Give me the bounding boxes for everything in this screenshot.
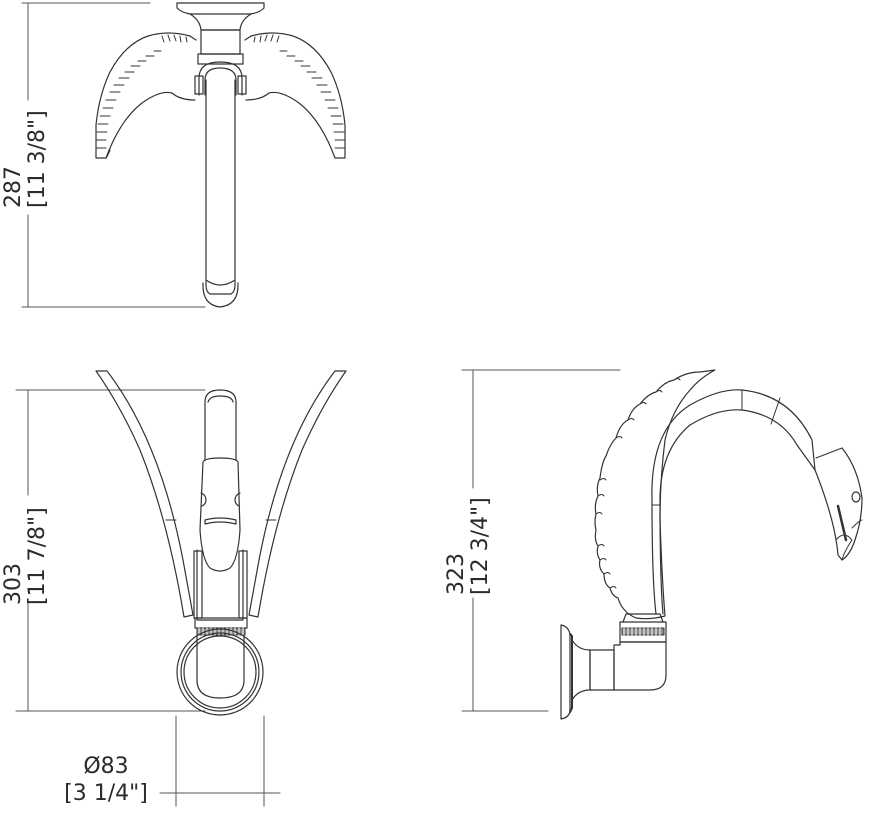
top-right-wing: [244, 32, 346, 159]
top-collar: [194, 61, 247, 96]
top-neck: [202, 79, 239, 308]
side-wing: [594, 369, 716, 620]
side-neck: [651, 389, 843, 615]
dimension-lines-303: [15, 389, 206, 712]
base-diameter-imperial: [3 1/4"]: [64, 781, 148, 806]
side-view-dimension-metric: 323: [444, 553, 469, 595]
top-view: [21, 2, 346, 308]
front-view-dimension-label: 303 [11 7/8"]: [1, 507, 50, 605]
top-flange: [176, 2, 265, 65]
top-view-dimension-metric: 287: [1, 166, 26, 208]
front-view-dimension-imperial: [11 7/8"]: [25, 507, 50, 605]
top-left-wing: [95, 32, 197, 159]
top-view-dimension-imperial: [11 3/8"]: [25, 110, 50, 208]
side-escutcheon: [560, 624, 615, 720]
dimension-lines-323: [461, 369, 621, 712]
dimension-lines-83: [159, 715, 281, 807]
side-view: [461, 369, 863, 720]
front-view: [15, 370, 347, 807]
side-view-dimension-label: 323 [12 3/4"]: [444, 497, 493, 595]
side-elbow: [613, 613, 667, 691]
top-view-dimension-label: 287 [11 3/8"]: [1, 110, 50, 208]
front-right-wing: [248, 370, 347, 618]
front-left-wing: [95, 370, 194, 618]
front-neck-head: [193, 389, 248, 621]
front-base-rings: [176, 628, 264, 716]
base-diameter-metric: Ø83: [83, 754, 129, 779]
side-head: [814, 447, 863, 561]
front-view-dimension-metric: 303: [1, 563, 26, 605]
dimension-lines-287: [21, 2, 206, 308]
base-diameter-label: Ø83 [3 1/4"]: [56, 756, 156, 805]
side-view-dimension-imperial: [12 3/4"]: [468, 497, 493, 595]
